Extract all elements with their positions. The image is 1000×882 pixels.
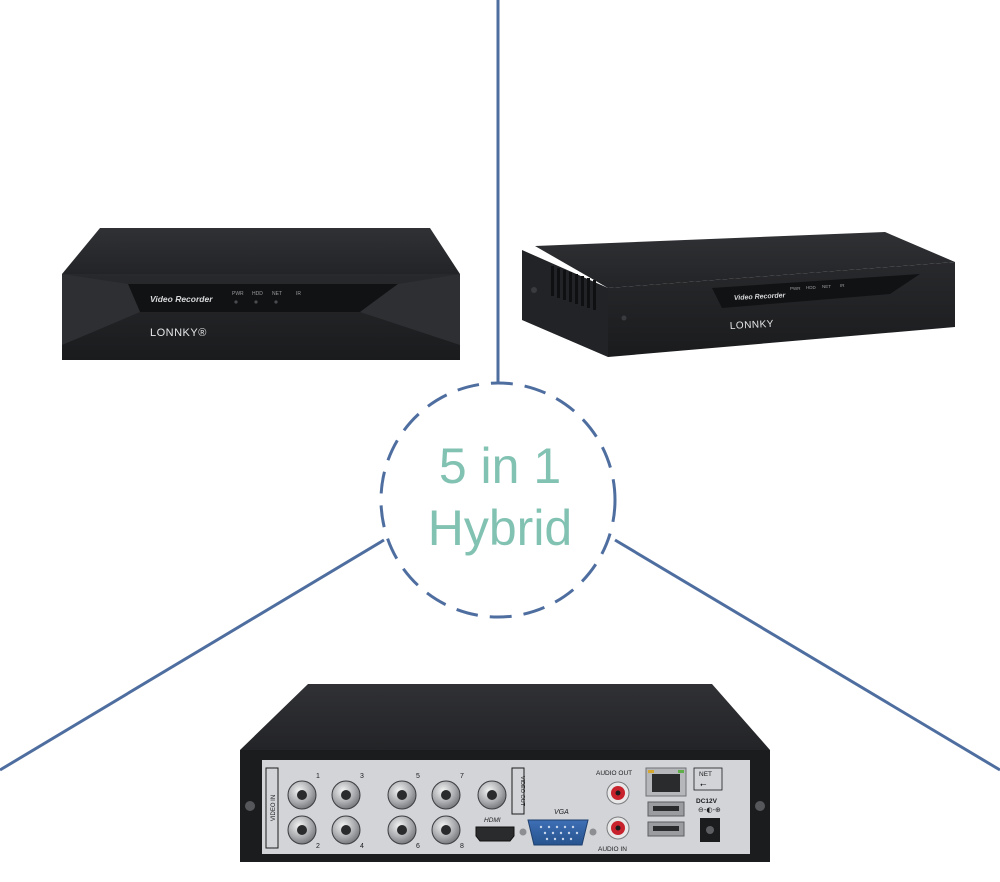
hdmi-label: HDMI — [484, 817, 501, 824]
angled-indicator-pwr: PWR — [790, 286, 801, 291]
vga-label: VGA — [554, 809, 569, 816]
video-out-label-box — [511, 767, 525, 815]
vga-port[interactable] — [527, 819, 589, 846]
angled-device-side — [522, 250, 608, 357]
angled-indicator-hdd: HDD — [806, 285, 816, 290]
front-brand-logo: LONNKY® — [150, 327, 207, 339]
rear-screw-left — [245, 801, 255, 811]
angled-device-top — [535, 232, 955, 288]
net-label: NET — [699, 771, 712, 778]
front-device-top — [62, 228, 460, 274]
video-in-label-box — [265, 767, 279, 849]
channel-label-6: 6 — [416, 843, 420, 850]
angled-indicator-ir: IR — [840, 283, 845, 288]
hdmi-port[interactable] — [475, 826, 515, 842]
hub-title-line2: Hybrid — [427, 500, 573, 556]
angled-device: Video Recorder PWR HDD NET IR LONNKY — [522, 232, 955, 357]
hub-title-line1: 5 in 1 — [438, 438, 562, 494]
audio-out-label: AUDIO OUT — [596, 770, 632, 777]
front-device-bevel-right — [360, 274, 460, 345]
front-device-panel — [128, 284, 398, 312]
divider-lines — [0, 0, 1000, 772]
divider-left — [0, 538, 385, 772]
channel-label-7: 7 — [460, 773, 464, 780]
channel-label-4: 4 — [360, 843, 364, 850]
front-indicator-hdd: HDD — [252, 291, 263, 297]
usb-icon: ⭠ — [700, 780, 707, 789]
angled-device-screw-front — [621, 315, 627, 321]
angled-panel-label: Video Recorder — [734, 292, 787, 302]
video-out-label: VIDEO OUT — [519, 776, 525, 807]
bnc-inputs-bottom — [287, 815, 461, 845]
channel-label-8: 8 — [460, 843, 464, 850]
front-device-bevel-left — [62, 274, 140, 345]
bnc-inputs-top — [287, 780, 461, 810]
divider-right — [614, 538, 1000, 772]
rear-device-top — [240, 684, 770, 750]
angled-indicator-net: NET — [822, 284, 831, 289]
channel-label-2: 2 — [316, 843, 320, 850]
rear-device: VIDEO IN 1 3 5 7 2 4 6 — [240, 684, 770, 862]
angled-brand-logo: LONNKY — [730, 319, 775, 332]
front-led-pwr — [234, 300, 238, 304]
front-led-hdd — [254, 300, 258, 304]
channel-label-1: 1 — [316, 773, 320, 780]
front-indicator-pwr: PWR — [232, 291, 244, 297]
front-led-net — [274, 300, 278, 304]
channel-label-3: 3 — [360, 773, 364, 780]
hub-dashed-circle — [379, 381, 617, 619]
channel-label-5: 5 — [416, 773, 420, 780]
power-label: DC12V — [696, 798, 718, 805]
audio-in-label: AUDIO IN — [598, 846, 627, 853]
vga-pins — [539, 825, 579, 841]
front-device: Video Recorder PWR HDD NET IR LONNKY® — [62, 228, 460, 360]
angled-device-panel — [712, 274, 920, 308]
front-panel-label: Video Recorder — [150, 294, 213, 304]
video-in-label: VIDEO IN — [271, 795, 277, 821]
angled-device-vents — [551, 266, 596, 310]
angled-device-screw — [531, 287, 537, 293]
front-indicator-net: NET — [272, 291, 282, 297]
net-label-box — [693, 767, 723, 791]
polarity-icon: ⊖-◐-⊕ — [698, 806, 721, 814]
front-indicator-ir: IR — [296, 291, 301, 297]
rear-screw-right — [755, 801, 765, 811]
